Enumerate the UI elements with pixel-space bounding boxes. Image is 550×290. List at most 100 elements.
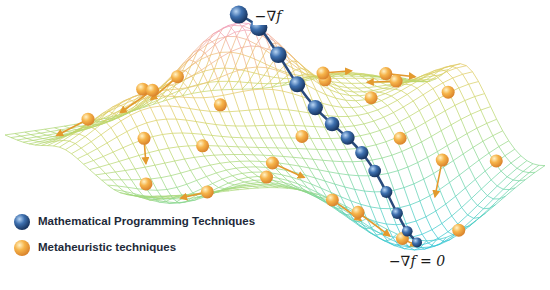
mesh-line bbox=[255, 125, 265, 126]
mesh-line bbox=[143, 196, 149, 200]
mesh-line bbox=[170, 106, 180, 107]
mesh-line bbox=[252, 172, 262, 173]
mesh-line bbox=[457, 66, 467, 68]
mesh-line bbox=[434, 167, 444, 173]
mesh-line bbox=[45, 129, 51, 131]
mesh-line bbox=[195, 59, 201, 74]
mesh-line bbox=[237, 187, 243, 188]
mesh-line bbox=[270, 183, 276, 185]
mesh-line bbox=[330, 139, 336, 150]
mesh-line bbox=[493, 131, 503, 136]
mesh-line bbox=[387, 229, 397, 234]
mesh-line bbox=[497, 177, 507, 186]
mesh-line bbox=[239, 188, 249, 190]
mesh-line bbox=[304, 189, 310, 193]
mesh-line bbox=[379, 89, 389, 92]
mesh-line bbox=[242, 88, 252, 89]
mesh-line bbox=[191, 168, 201, 171]
mesh-line bbox=[420, 196, 430, 201]
mesh-line bbox=[275, 125, 281, 138]
mesh-line bbox=[45, 128, 55, 130]
mesh-line bbox=[417, 78, 423, 81]
mesh-line bbox=[174, 96, 180, 107]
mesh-line bbox=[240, 39, 246, 53]
mesh-line bbox=[181, 170, 191, 173]
mesh-line bbox=[366, 145, 376, 147]
mesh-line bbox=[452, 216, 458, 224]
mesh-line bbox=[479, 82, 485, 94]
mesh-line bbox=[385, 89, 395, 93]
mesh-line bbox=[135, 167, 145, 169]
mesh-line bbox=[173, 91, 179, 98]
mesh-line bbox=[65, 144, 75, 150]
mesh-line bbox=[346, 100, 356, 101]
mesh-line bbox=[53, 136, 59, 137]
mesh-line bbox=[384, 113, 394, 118]
mesh-line bbox=[31, 133, 41, 135]
mesh-line bbox=[78, 154, 88, 159]
mesh-line bbox=[348, 115, 358, 116]
mesh-line bbox=[378, 106, 388, 110]
mesh-line bbox=[335, 78, 345, 79]
mesh-line bbox=[438, 238, 444, 241]
mesh-line bbox=[39, 141, 45, 142]
mesh-line bbox=[307, 188, 313, 194]
mesh-line bbox=[171, 173, 181, 176]
mesh-line bbox=[157, 189, 167, 191]
mesh-line bbox=[303, 158, 313, 159]
mesh-line bbox=[210, 163, 220, 165]
mesh-line bbox=[282, 82, 288, 85]
mesh-line bbox=[201, 45, 207, 60]
mesh-line bbox=[415, 122, 425, 128]
mesh-line bbox=[197, 176, 207, 180]
mesh-line bbox=[242, 83, 248, 90]
mesh-line bbox=[523, 171, 529, 172]
mesh-line bbox=[257, 147, 263, 155]
mesh-line bbox=[407, 88, 417, 94]
mesh-line bbox=[226, 126, 232, 138]
mesh-line bbox=[442, 70, 448, 75]
mesh-line bbox=[259, 108, 269, 109]
mesh-line bbox=[311, 77, 317, 80]
mesh-line bbox=[272, 83, 278, 87]
mesh-line bbox=[224, 154, 234, 155]
mesh-line bbox=[268, 77, 274, 83]
mesh-line bbox=[258, 83, 268, 84]
mesh-line bbox=[370, 134, 376, 145]
mesh-line bbox=[267, 68, 273, 90]
mesh-line bbox=[342, 107, 352, 108]
mesh-line bbox=[76, 129, 82, 130]
mesh-line bbox=[102, 179, 112, 180]
mesh-line bbox=[303, 77, 313, 78]
mesh-line bbox=[293, 157, 299, 166]
mesh-line bbox=[394, 190, 400, 207]
mesh-line bbox=[445, 66, 451, 68]
mesh-line bbox=[399, 245, 405, 248]
mesh-line bbox=[444, 240, 450, 242]
mesh-line bbox=[438, 67, 444, 71]
mesh-line bbox=[75, 137, 85, 144]
mesh-line bbox=[435, 117, 441, 131]
mesh-line bbox=[395, 89, 401, 90]
mesh-line bbox=[424, 247, 430, 249]
mesh-line bbox=[307, 149, 313, 159]
mesh-line bbox=[117, 137, 123, 148]
mesh-line bbox=[106, 173, 112, 179]
mesh-line bbox=[385, 241, 395, 246]
mesh-line bbox=[219, 25, 229, 31]
mesh-line bbox=[53, 146, 59, 147]
mesh-line bbox=[214, 95, 224, 97]
mesh-line bbox=[446, 196, 456, 204]
mesh-line bbox=[303, 76, 309, 78]
mesh-line bbox=[441, 125, 451, 131]
mesh-line bbox=[243, 24, 249, 26]
mesh-line bbox=[224, 52, 230, 68]
mesh-line bbox=[450, 182, 456, 196]
mesh-line bbox=[279, 109, 289, 111]
mesh-line bbox=[51, 130, 61, 132]
mesh-line bbox=[57, 140, 63, 142]
mesh-line bbox=[317, 149, 323, 160]
mesh-line bbox=[256, 167, 262, 172]
mesh-line bbox=[419, 110, 425, 122]
mesh-line bbox=[126, 194, 136, 195]
